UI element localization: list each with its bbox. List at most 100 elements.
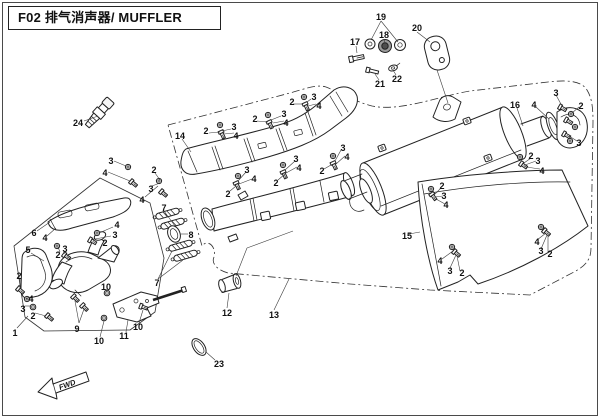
part-label-6: 6 (31, 228, 36, 238)
leader-line (355, 45, 358, 54)
leader-line (34, 312, 47, 317)
part-label-2: 2 (459, 268, 464, 278)
part-label-3: 3 (538, 246, 543, 256)
washer-19-left (364, 38, 376, 50)
leader-line (16, 315, 29, 329)
part-label-2: 2 (547, 249, 552, 259)
part-label-2: 2 (289, 97, 294, 107)
part-label-18: 18 (379, 30, 389, 40)
leader-line (238, 178, 253, 185)
leader-line (229, 185, 237, 192)
part-label-22: 22 (392, 74, 402, 84)
part-label-2: 2 (252, 114, 257, 124)
leader-line (392, 69, 397, 76)
bushing-12 (218, 273, 242, 293)
part-label-3: 3 (293, 154, 298, 164)
fwd-arrow: FWD (37, 371, 90, 400)
part-label-2: 2 (225, 189, 230, 199)
leader-line (370, 20, 382, 41)
part-label-2: 2 (273, 178, 278, 188)
front-header-group (20, 197, 132, 299)
leader-line (334, 149, 342, 162)
part-label-3: 3 (553, 88, 558, 98)
nut-10 (100, 314, 108, 322)
part-label-4: 4 (531, 100, 536, 110)
leader-line (277, 173, 286, 181)
washer-19-right (394, 39, 406, 51)
leader-line (272, 120, 285, 124)
part-label-3: 3 (441, 191, 446, 201)
leader-line (208, 131, 221, 134)
leader-line (237, 171, 247, 182)
hanger-bracket-20 (423, 35, 451, 71)
part-label-9: 9 (74, 324, 79, 334)
leader-line (107, 171, 131, 182)
leader-line (138, 309, 144, 324)
leader-line (307, 103, 317, 107)
leader-line (221, 128, 232, 132)
leader-line (36, 221, 51, 232)
leader-line (568, 135, 578, 142)
part-label-4: 4 (139, 195, 144, 205)
leader-line (273, 278, 290, 311)
part-label-5: 5 (25, 245, 30, 255)
leader-line (157, 250, 173, 280)
leader-line (98, 226, 114, 234)
part-label-4: 4 (534, 237, 539, 247)
part-label-3: 3 (447, 266, 452, 276)
part-label-12: 12 (222, 308, 232, 318)
leader-line (555, 94, 563, 107)
part-label-2: 2 (151, 165, 156, 175)
mid-pipe (200, 172, 356, 243)
leader-line (25, 296, 31, 300)
part-label-4: 4 (443, 200, 448, 210)
leader-line (436, 69, 449, 104)
leader-line (525, 166, 541, 170)
leader-line (435, 198, 446, 205)
leader-line (456, 255, 461, 272)
leader-line (151, 182, 161, 187)
mount-bracket-11 (112, 286, 188, 323)
leader-line (523, 157, 532, 164)
heat-shield-5 (20, 247, 53, 299)
leader-line (374, 73, 380, 81)
leader-line (105, 288, 108, 293)
part-label-7: 7 (161, 203, 166, 213)
leader-line (536, 232, 547, 241)
muffler-top-bracket (432, 95, 462, 122)
part-label-2: 2 (16, 271, 21, 281)
leader-line (99, 320, 105, 338)
part-label-4: 4 (539, 166, 544, 176)
leader-line (285, 166, 298, 174)
leader-line (246, 230, 294, 249)
part-label-2: 2 (55, 250, 60, 260)
part-label-3: 3 (281, 109, 286, 119)
part-label-4: 4 (102, 168, 107, 178)
leader-line (441, 250, 454, 260)
leader-line (223, 132, 235, 135)
leader-line (78, 308, 85, 324)
part-label-3: 3 (535, 156, 540, 166)
leader-line (181, 138, 192, 153)
leader-line (57, 246, 61, 253)
part-label-2: 2 (102, 238, 107, 248)
clip-nut-22 (388, 62, 401, 72)
part-label-14: 14 (175, 131, 185, 141)
leader-line (63, 250, 66, 255)
leader-line (30, 252, 45, 262)
part-label-13: 13 (269, 310, 279, 320)
part-label-3: 3 (244, 165, 249, 175)
part-label-3: 3 (231, 122, 236, 132)
part-label-10: 10 (133, 322, 143, 332)
leader-line (306, 98, 312, 103)
leader-line (540, 234, 548, 250)
gasket-8 (167, 225, 181, 243)
leader-line (408, 231, 421, 235)
leader-line (235, 247, 248, 277)
leader-line (205, 351, 216, 361)
part-label-3: 3 (148, 184, 153, 194)
part-label-4: 4 (233, 131, 238, 141)
leader-line (524, 160, 537, 166)
part-label-24: 24 (73, 118, 83, 128)
part-label-2: 2 (319, 166, 324, 176)
